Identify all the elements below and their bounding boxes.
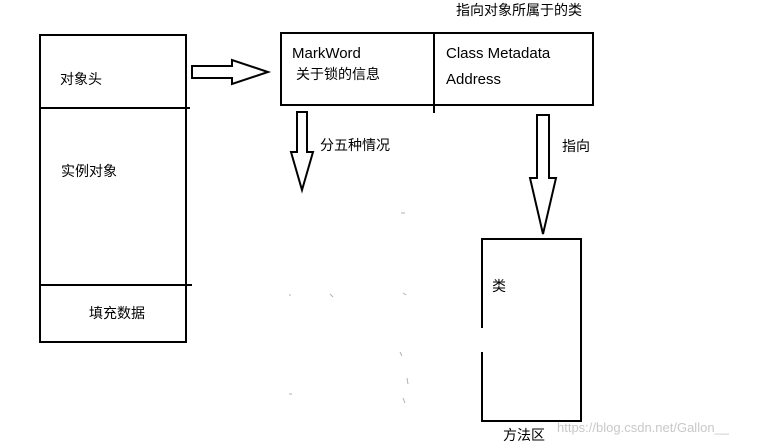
- class-pointer-arrow: [528, 114, 558, 235]
- instance-data-label: 实例对象: [61, 164, 117, 180]
- markword-title: MarkWord: [292, 45, 361, 62]
- header-to-detail-arrow: [191, 58, 272, 86]
- class-metadata-line2: Address: [446, 71, 502, 88]
- markword-subtitle: 关于锁的信息: [296, 67, 380, 83]
- object-header-label: 对象头: [60, 72, 102, 88]
- class-metadata-caption: 指向对象所属于的类: [456, 3, 582, 19]
- class-pointer-note: 指向: [562, 139, 590, 155]
- padding-data-label: 填充数据: [89, 306, 145, 322]
- markword-cases-note: 分五种情况: [320, 138, 390, 154]
- method-area-caption: 方法区: [503, 428, 545, 444]
- watermark: https://blog.csdn.net/Gallon__: [557, 420, 730, 435]
- object-box: [39, 34, 187, 343]
- scan-artifacts: [289, 212, 409, 404]
- header-detail-box: [280, 32, 594, 106]
- method-area-class-label: 类: [492, 279, 506, 295]
- markword-down-arrow: [289, 111, 315, 194]
- class-metadata-line1: Class Metadata: [446, 45, 551, 62]
- method-area-box: [481, 238, 582, 422]
